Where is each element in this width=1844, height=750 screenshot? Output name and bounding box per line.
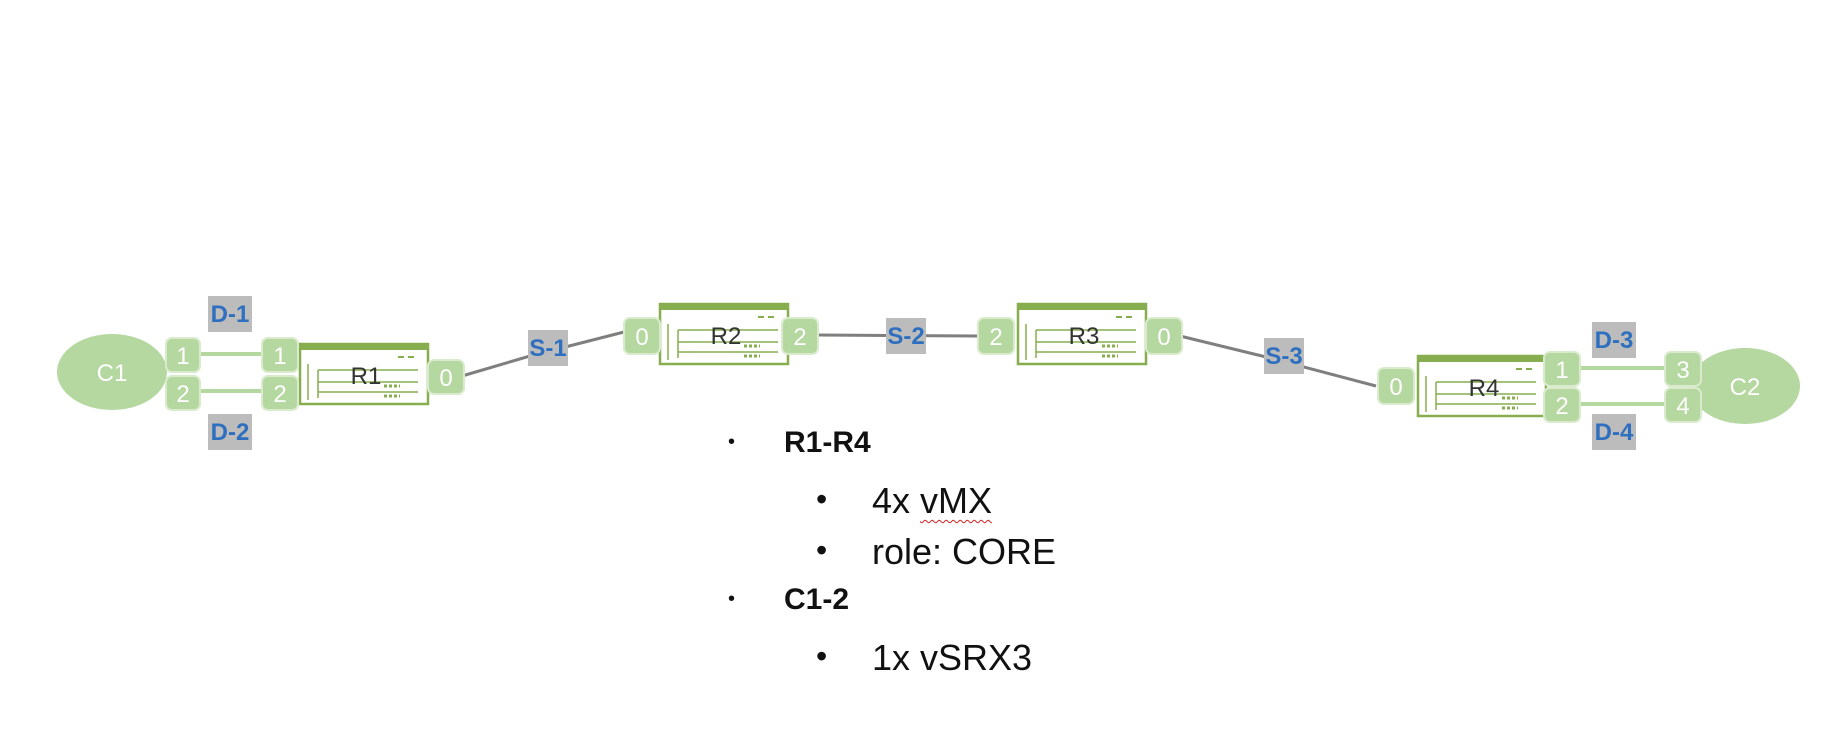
note-vmx-prefix: 4x — [872, 480, 921, 521]
link-label-d3-text: D-3 — [1595, 327, 1634, 354]
link-label-s1: S-1 — [528, 330, 568, 366]
router-r1[interactable]: R1 — [298, 342, 430, 406]
port-r3-2[interactable]: 2 — [977, 317, 1015, 355]
link-label-s1-text: S-1 — [529, 335, 566, 362]
router-r3-label: R3 — [1069, 323, 1100, 350]
port-r1-0-label: 0 — [439, 365, 452, 392]
link-label-d2: D-2 — [208, 414, 252, 450]
node-c2[interactable]: C2 — [1690, 348, 1800, 424]
port-r4-2[interactable]: 2 — [1543, 387, 1581, 423]
note-vmx-word: vMX — [920, 480, 993, 521]
router-r4-label: R4 — [1469, 375, 1500, 402]
link-label-d1: D-1 — [208, 296, 252, 332]
router-r1-label: R1 — [351, 363, 382, 390]
port-r3-0[interactable]: 0 — [1145, 317, 1183, 355]
port-r4-2-label: 2 — [1555, 393, 1568, 420]
port-r1-1-label: 1 — [273, 343, 286, 370]
note-vsrx-count: 1x vSRX3 — [720, 640, 1056, 676]
link-label-s3-text: S-3 — [1265, 343, 1302, 370]
link-label-d1-text: D-1 — [211, 301, 250, 328]
router-r4[interactable]: R4 — [1416, 354, 1548, 418]
link-label-d4-text: D-4 — [1595, 419, 1634, 446]
note-role: role: CORE — [720, 534, 1056, 570]
link-label-s2: S-2 — [886, 318, 926, 354]
port-r3-0-label: 0 — [1157, 324, 1170, 351]
note-group-routers: R1-R4 — [720, 428, 1056, 458]
link-label-d4: D-4 — [1592, 414, 1636, 450]
router-r2-label: R2 — [711, 323, 742, 350]
port-c2-3-label: 3 — [1676, 357, 1689, 384]
port-r2-2-label: 2 — [793, 324, 806, 351]
port-c1-2-label: 2 — [176, 381, 189, 408]
port-r3-2-label: 2 — [989, 324, 1002, 351]
port-r4-1-label: 1 — [1555, 357, 1568, 384]
node-c1-label: C1 — [97, 360, 128, 387]
port-c1-1[interactable]: 1 — [165, 337, 201, 373]
link-label-d2-text: D-2 — [211, 419, 250, 446]
note-group-clients: C1-2 — [720, 585, 1056, 615]
device-notes-list: R1-R4 4x vMX role: CORE C1-2 1x vSRX3 — [720, 428, 1056, 691]
port-r2-2[interactable]: 2 — [781, 317, 819, 355]
port-r1-2[interactable]: 2 — [261, 375, 299, 411]
router-r2[interactable]: R2 — [658, 302, 790, 366]
port-r2-0-label: 0 — [635, 324, 648, 351]
link-label-s2-text: S-2 — [887, 323, 924, 350]
node-c1[interactable]: C1 — [57, 334, 167, 410]
port-r4-0[interactable]: 0 — [1377, 367, 1415, 405]
port-r4-1[interactable]: 1 — [1543, 351, 1581, 387]
port-c1-1-label: 1 — [176, 343, 189, 370]
link-labels: D-1 D-2 S-1 S-2 S-3 D-3 D-4 — [208, 296, 1636, 450]
port-r2-0[interactable]: 0 — [623, 317, 661, 355]
link-label-s3: S-3 — [1264, 338, 1304, 374]
port-c1-2[interactable]: 2 — [165, 375, 201, 411]
note-vmx-count: 4x vMX — [720, 483, 1056, 519]
port-r4-0-label: 0 — [1389, 374, 1402, 401]
router-r3[interactable]: R3 — [1016, 302, 1148, 366]
port-c2-4-label: 4 — [1676, 393, 1689, 420]
access-links — [200, 352, 1665, 406]
node-c2-label: C2 — [1730, 374, 1761, 401]
port-r1-1[interactable]: 1 — [261, 337, 299, 373]
port-r1-2-label: 2 — [273, 381, 286, 408]
port-c2-3[interactable]: 3 — [1664, 351, 1702, 387]
link-s3-line — [1179, 334, 1377, 388]
port-r1-0[interactable]: 0 — [427, 359, 465, 395]
port-c2-4[interactable]: 4 — [1664, 387, 1702, 423]
link-label-d3: D-3 — [1592, 322, 1636, 358]
ports: 1 2 1 2 0 0 2 2 — [165, 317, 1702, 423]
